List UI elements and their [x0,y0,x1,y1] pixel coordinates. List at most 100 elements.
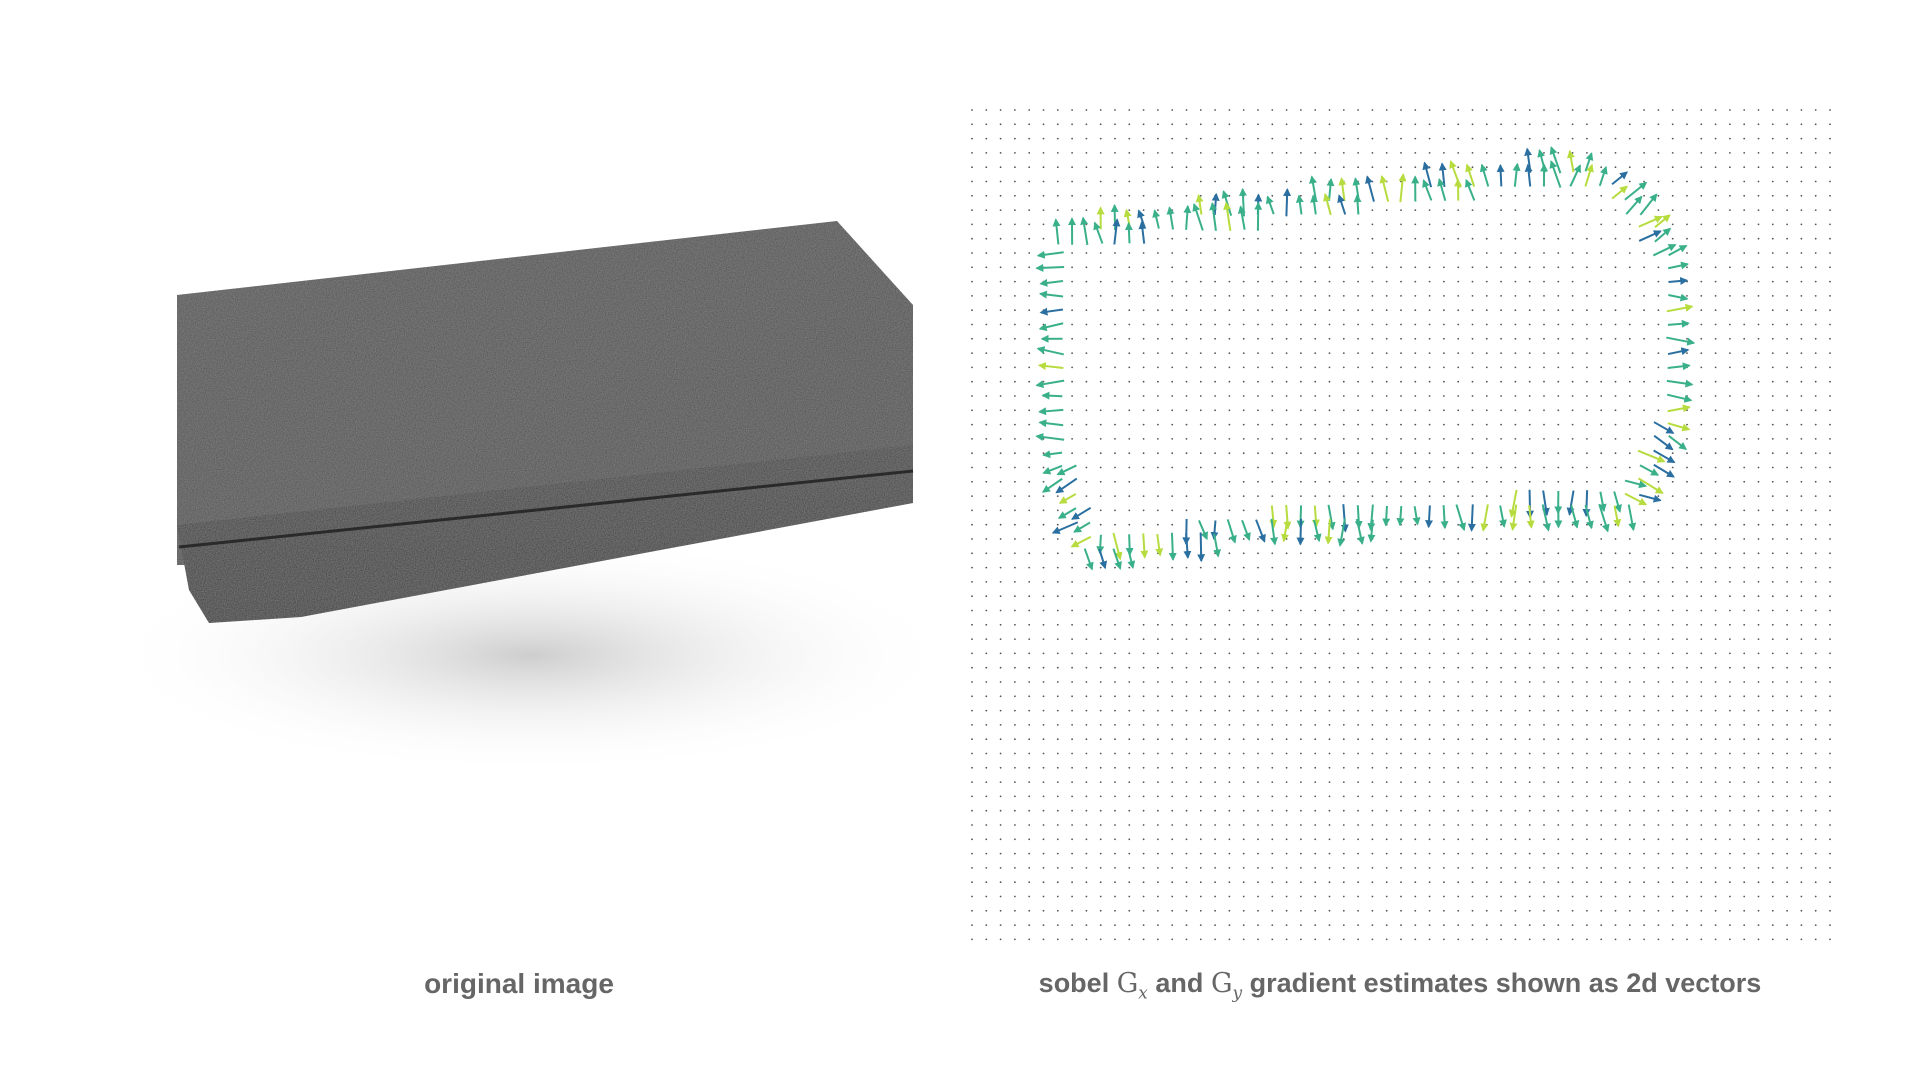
grid-dot [1214,109,1216,111]
grid-dot [1099,409,1102,412]
grid-dot [1586,423,1588,426]
grid-dot [1314,366,1317,369]
grid-dot [1514,194,1517,197]
grid-dot [1157,466,1159,469]
grid-dot [1671,766,1674,769]
grid-dot [1571,852,1574,855]
grid-dot [1199,423,1202,426]
grid-dot [1471,681,1474,683]
gradient-arrow [1624,479,1647,489]
grid-dot [1099,380,1102,383]
grid-dot [985,781,988,783]
grid-dot [1800,438,1803,440]
grid-dot [1028,638,1031,640]
grid-dot [1242,152,1245,154]
grid-dot [1600,838,1603,841]
grid-dot [1128,409,1131,412]
grid-dot [1071,867,1073,869]
grid-dot [1614,295,1617,297]
grid-dot [1042,309,1045,312]
grid-dot [1428,795,1431,798]
grid-dot [1342,366,1345,369]
grid-dot [1314,924,1317,926]
grid-dot [1528,752,1531,755]
grid-dot [1686,724,1688,726]
grid-dot [1786,538,1788,540]
grid-dot [1500,938,1502,941]
grid-dot [1543,852,1545,855]
grid-dot [1814,323,1817,326]
grid-dot [1443,581,1445,583]
grid-dot [1514,209,1517,211]
grid-dot [1600,795,1603,798]
grid-dot [1157,180,1159,183]
grid-dot [1671,924,1674,926]
grid-dot [1557,352,1560,354]
grid-dot [1042,495,1045,497]
grid-dot [1571,423,1574,426]
grid-dot [1714,609,1717,612]
grid-dot [1228,538,1231,540]
grid-dot [1743,223,1746,226]
grid-dot [999,738,1002,741]
grid-dot [1314,409,1317,412]
grid-dot [1185,323,1188,326]
grid-dot [1157,109,1159,111]
grid-dot [1457,252,1460,254]
brick-edge [178,469,914,549]
grid-dot [1586,666,1588,669]
grid-dot [1114,681,1116,683]
grid-dot [999,695,1002,698]
grid-dot [1443,452,1445,455]
grid-dot [1242,295,1245,297]
grid-dot [1771,738,1774,741]
grid-dot [1142,681,1145,683]
grid-dot [1829,337,1831,340]
grid-dot [1314,881,1317,884]
grid-dot [1357,867,1359,869]
grid-dot [1614,623,1617,626]
grid-dot [1714,752,1717,755]
grid-dot [1199,752,1202,755]
grid-dot [1443,466,1445,469]
grid-dot [1242,809,1245,812]
grid-dot [1042,809,1045,812]
grid-dot [1757,781,1760,783]
grid-dot [1700,523,1703,526]
grid-dot [1500,724,1502,726]
grid-dot [1285,152,1288,154]
grid-dot [1042,523,1045,526]
grid-dot [1686,581,1688,583]
grid-dot [999,223,1002,226]
grid-dot [1729,395,1731,397]
grid-dot [1257,452,1259,455]
grid-dot [1128,809,1131,812]
grid-dot [1743,681,1746,683]
grid-dot [985,280,988,283]
grid-dot [1757,538,1760,540]
grid-dot [1228,409,1231,412]
grid-dot [1443,380,1445,383]
grid-dot [1800,838,1803,841]
grid-dot [1485,552,1488,555]
grid-dot [1300,323,1302,326]
grid-dot [1557,252,1560,254]
grid-dot [1242,137,1245,140]
grid-dot [1242,909,1245,912]
grid-dot [1457,523,1460,526]
grid-dot [1071,395,1073,397]
grid-dot [1257,137,1259,140]
grid-dot [1443,738,1445,741]
grid-dot [1157,137,1159,140]
grid-dot [1643,366,1645,369]
grid-dot [1171,581,1174,583]
grid-dot [1485,466,1488,469]
grid-dot [1414,252,1417,254]
grid-dot [1643,809,1645,812]
grid-dot [1443,323,1445,326]
grid-dot [1114,795,1116,798]
grid-dot [1142,366,1145,369]
grid-dot [1671,738,1674,741]
grid-dot [1829,180,1831,183]
grid-dot [1400,538,1402,540]
